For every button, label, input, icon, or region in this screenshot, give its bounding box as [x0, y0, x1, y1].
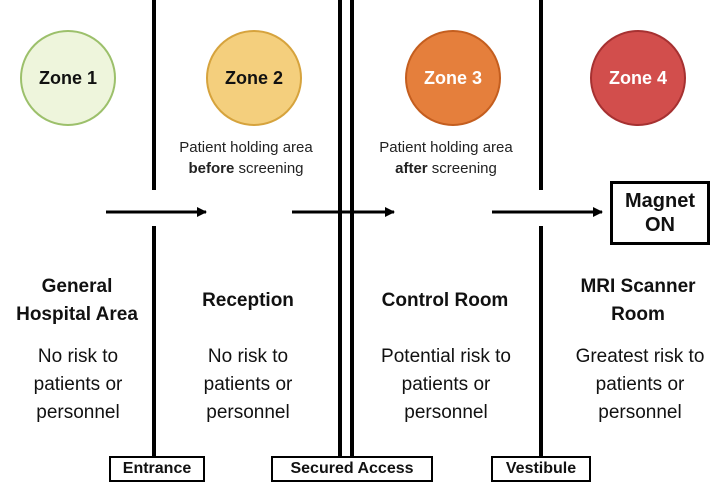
area-name-general-hospital: General Hospital Area: [0, 273, 167, 329]
secured-access-label: Secured Access: [290, 460, 414, 477]
area-name-line: General: [41, 276, 113, 297]
risk-line: patients or: [203, 374, 293, 395]
holding-note-rest: screening: [427, 160, 497, 177]
vestibule-label-box: Vestibule: [491, 456, 591, 482]
zone-4-circle: Zone 4: [590, 30, 686, 126]
risk-line: personnel: [36, 402, 120, 423]
zone-1-circle: Zone 1: [20, 30, 116, 126]
risk-line: personnel: [206, 402, 290, 423]
area-name-line: Reception: [202, 290, 294, 311]
zone-3-holding-note: Patient holding area after screening: [356, 137, 536, 179]
area-name-control-room: Control Room: [355, 287, 535, 315]
zone-1-label: Zone 1: [38, 67, 97, 88]
holding-note-emphasis: before: [188, 160, 235, 177]
entrance-label: Entrance: [122, 460, 192, 477]
magnet-label: Magnet: [625, 190, 695, 212]
risk-line: patients or: [595, 374, 685, 395]
entrance-label-box: Entrance: [109, 456, 205, 482]
area-name-reception: Reception: [158, 287, 338, 315]
risk-control-room: Potential risk to patients or personnel: [356, 343, 536, 427]
magnet-status: ON: [645, 214, 675, 236]
zone-2-label: Zone 2: [224, 67, 283, 88]
area-name-line: Hospital Area: [16, 304, 138, 325]
holding-note-line: Patient holding area: [379, 139, 513, 156]
holding-note-rest: screening: [234, 160, 304, 177]
holding-note-line: after screening: [356, 158, 536, 179]
risk-line: personnel: [404, 402, 488, 423]
vestibule-label: Vestibule: [505, 460, 577, 477]
risk-general-hospital: No risk to patients or personnel: [0, 343, 168, 427]
area-name-line: Control Room: [381, 290, 509, 311]
area-name-line: Room: [611, 304, 665, 325]
holding-note-emphasis: after: [395, 160, 428, 177]
area-name-mri-scanner-room: MRI Scanner Room: [548, 273, 720, 329]
zone-3-circle: Zone 3: [405, 30, 501, 126]
holding-note-line: before screening: [156, 158, 336, 179]
risk-line: personnel: [598, 402, 682, 423]
area-name-line: MRI Scanner: [580, 276, 696, 297]
risk-line: Greatest risk to: [575, 346, 705, 367]
zone-4-label: Zone 4: [608, 67, 667, 88]
holding-note-line: Patient holding area: [179, 139, 313, 156]
secured-access-label-box: Secured Access: [271, 456, 433, 482]
zone-3-label: Zone 3: [423, 67, 482, 88]
risk-reception: No risk to patients or personnel: [158, 343, 338, 427]
risk-line: Potential risk to: [381, 346, 511, 367]
risk-line: patients or: [401, 374, 491, 395]
risk-line: No risk to: [207, 346, 289, 367]
zone-2-circle: Zone 2: [206, 30, 302, 126]
risk-line: patients or: [33, 374, 123, 395]
zone-2-holding-note: Patient holding area before screening: [156, 137, 336, 179]
magnet-on-box: Magnet ON: [610, 181, 710, 245]
risk-mri-scanner-room: Greatest risk to patients or personnel: [550, 343, 720, 427]
risk-line: No risk to: [37, 346, 119, 367]
